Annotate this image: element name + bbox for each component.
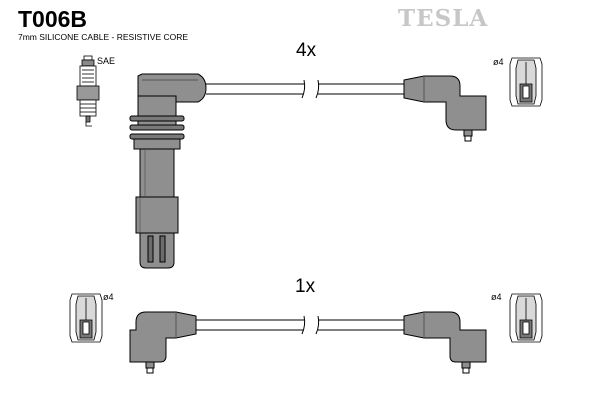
coil-boot-angled-bottom-right	[403, 311, 487, 363]
top-lead-assembly	[129, 73, 487, 269]
plug-standard-label: SAE	[97, 56, 116, 66]
coil-boot-angled-top	[403, 75, 487, 131]
terminal-icon-bottom-right	[509, 293, 543, 343]
part-number: T006B	[18, 6, 88, 32]
spark-plug-icon	[76, 55, 100, 127]
terminal-icon-top-right	[509, 57, 543, 107]
quantity-top-label: 4x	[296, 40, 317, 61]
terminal-diameter-label-bottom-right: ø4	[491, 292, 502, 302]
plug-boot-shaft	[139, 148, 175, 198]
terminal-diameter-label-bottom-left: ø4	[103, 292, 114, 302]
quantity-bottom-label: 1x	[295, 276, 316, 297]
terminal-icon-bottom-left	[69, 293, 103, 343]
brand-logo: TESLA	[398, 5, 489, 32]
terminal-diameter-label-top-right: ø4	[493, 57, 504, 67]
coil-boot-angled-bottom-left	[129, 311, 197, 363]
cable-spec-subtitle: 7mm SILICONE CABLE - RESISTIVE CORE	[18, 32, 189, 42]
plug-boot-upper	[137, 95, 177, 131]
bottom-lead-assembly	[129, 311, 487, 374]
